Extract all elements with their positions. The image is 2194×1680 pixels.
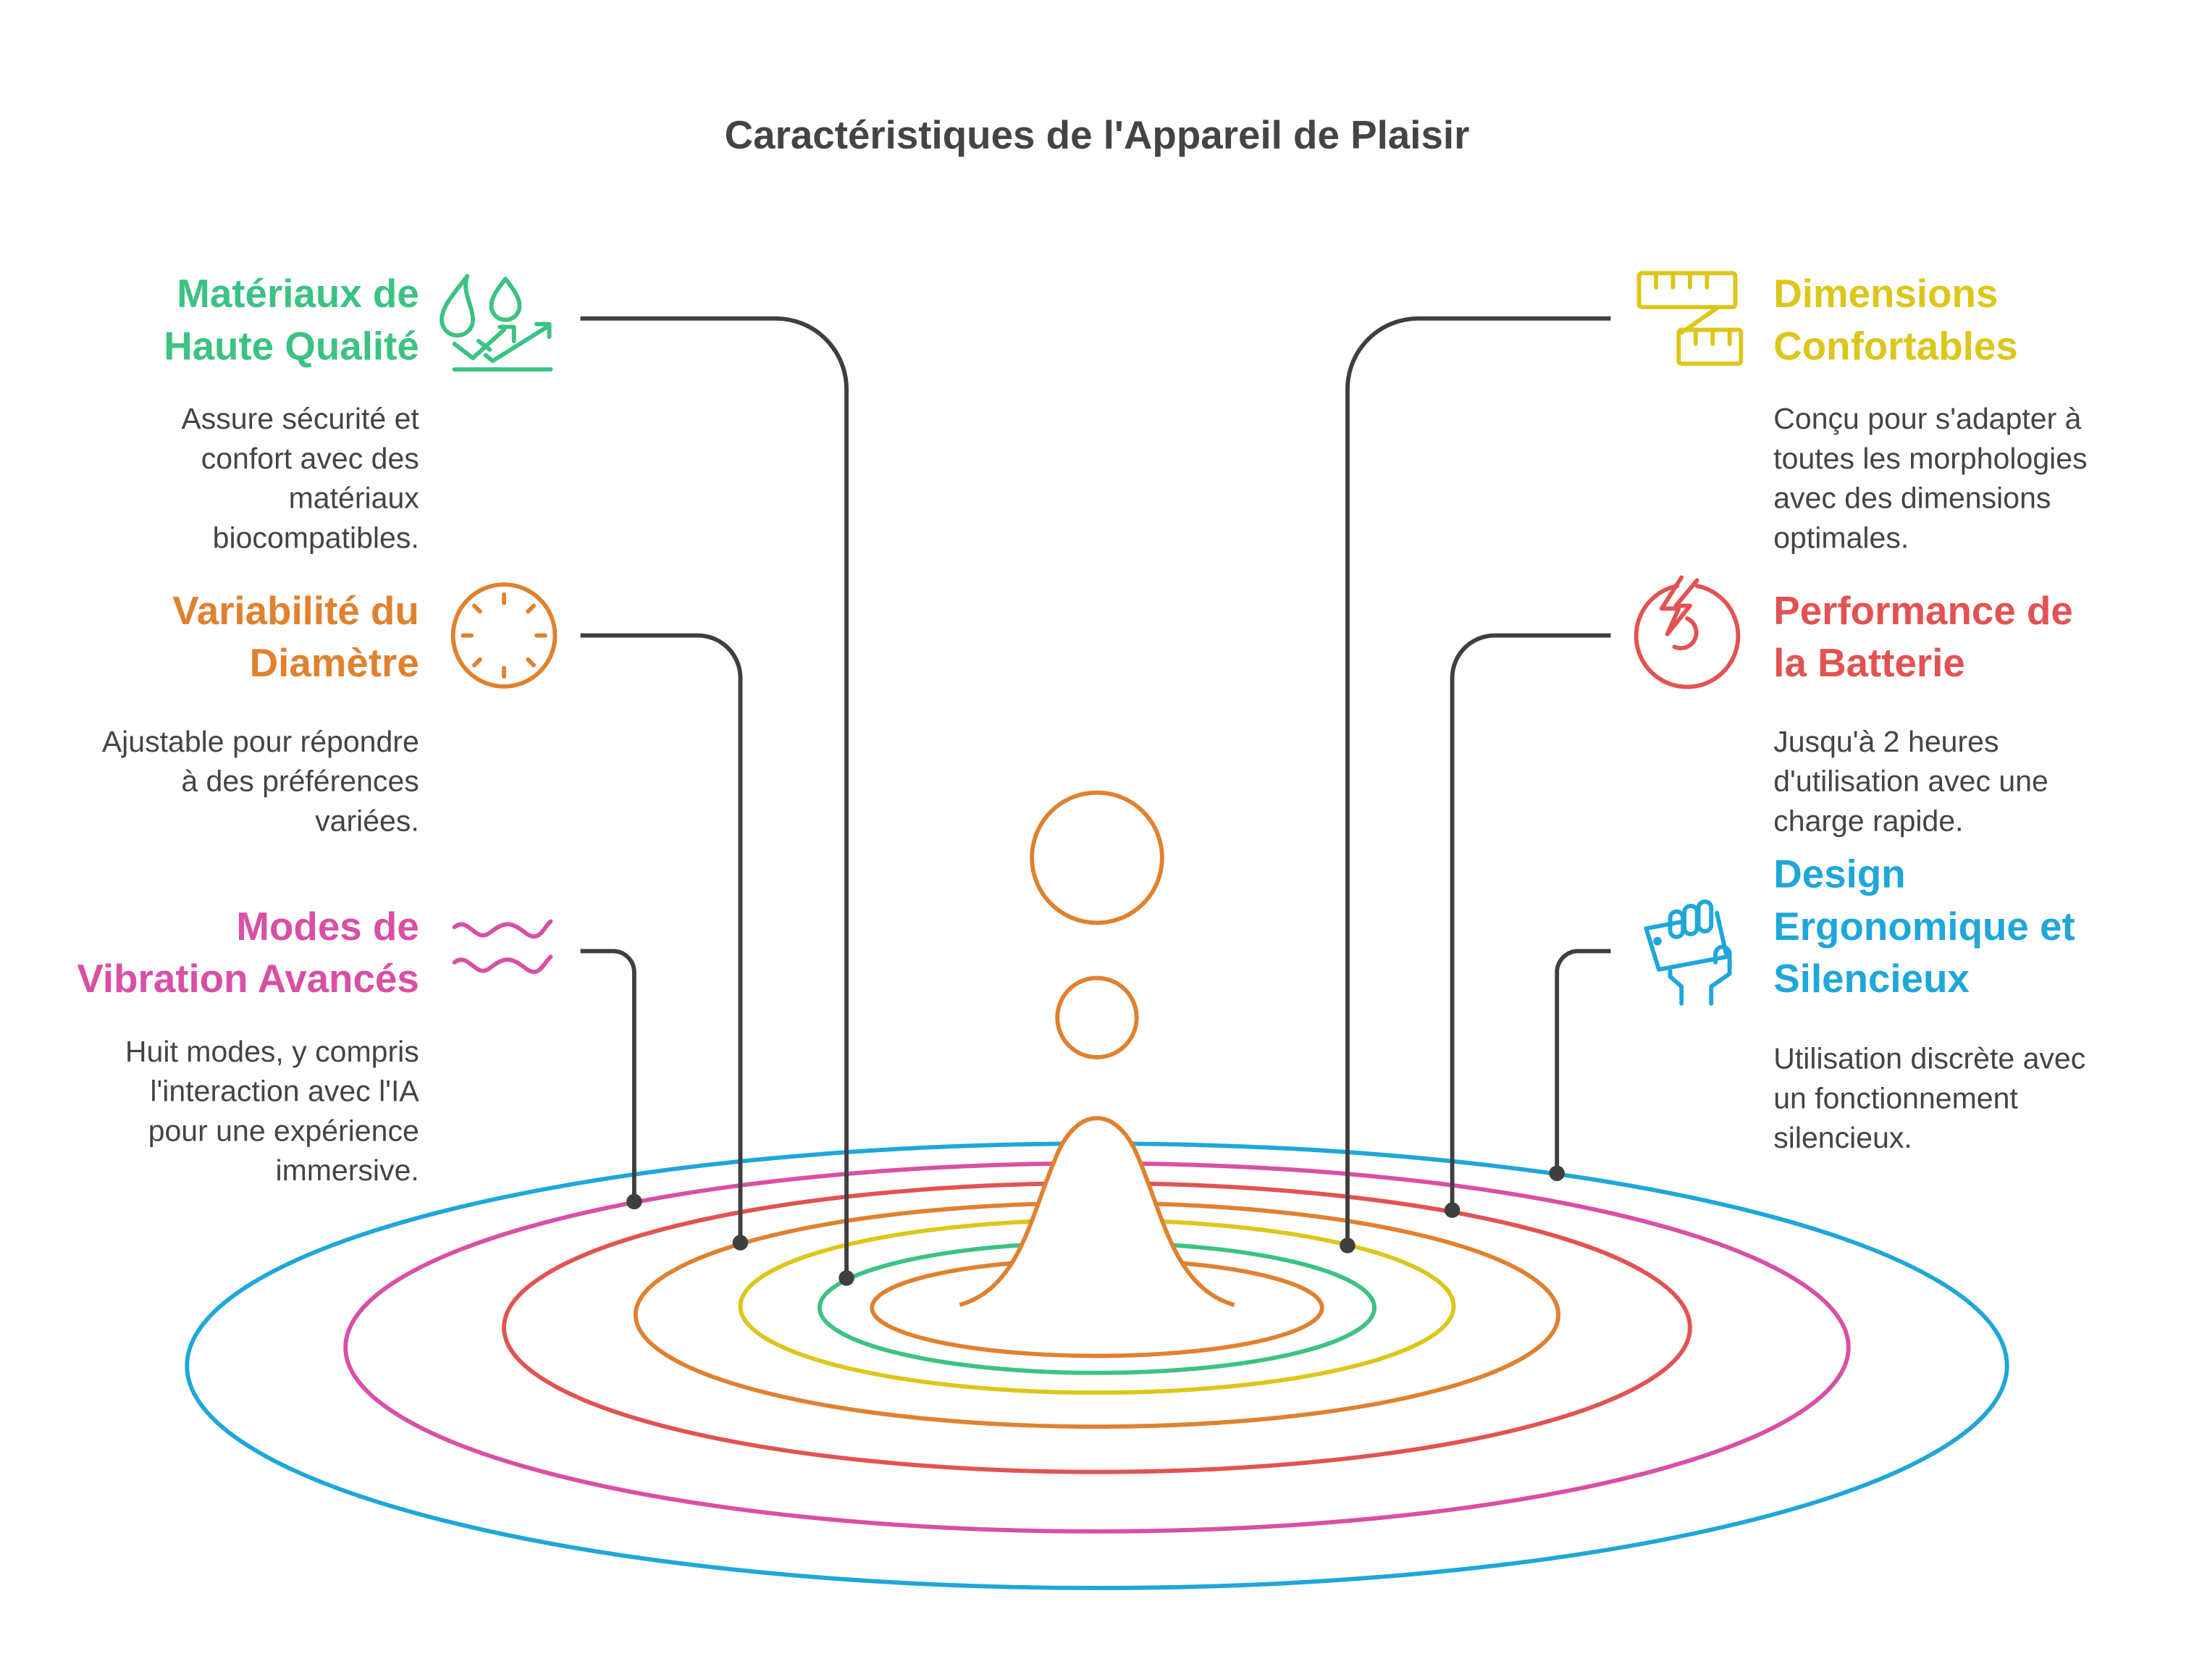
dial-icon bbox=[450, 582, 558, 689]
ruler-icon bbox=[1636, 271, 1744, 366]
water-drops-growth-icon bbox=[440, 274, 553, 372]
drop-small bbox=[1055, 975, 1139, 1059]
drop-splash bbox=[959, 1116, 1235, 1307]
drop-large bbox=[1030, 790, 1164, 925]
page-title: Caractéristiques de l'Appareil de Plaisi… bbox=[725, 112, 1470, 157]
battery-bolt-icon bbox=[1634, 575, 1741, 689]
hand-holding-device-icon bbox=[1644, 899, 1732, 1006]
connectors bbox=[580, 316, 1611, 1286]
wave-icon bbox=[452, 919, 553, 975]
